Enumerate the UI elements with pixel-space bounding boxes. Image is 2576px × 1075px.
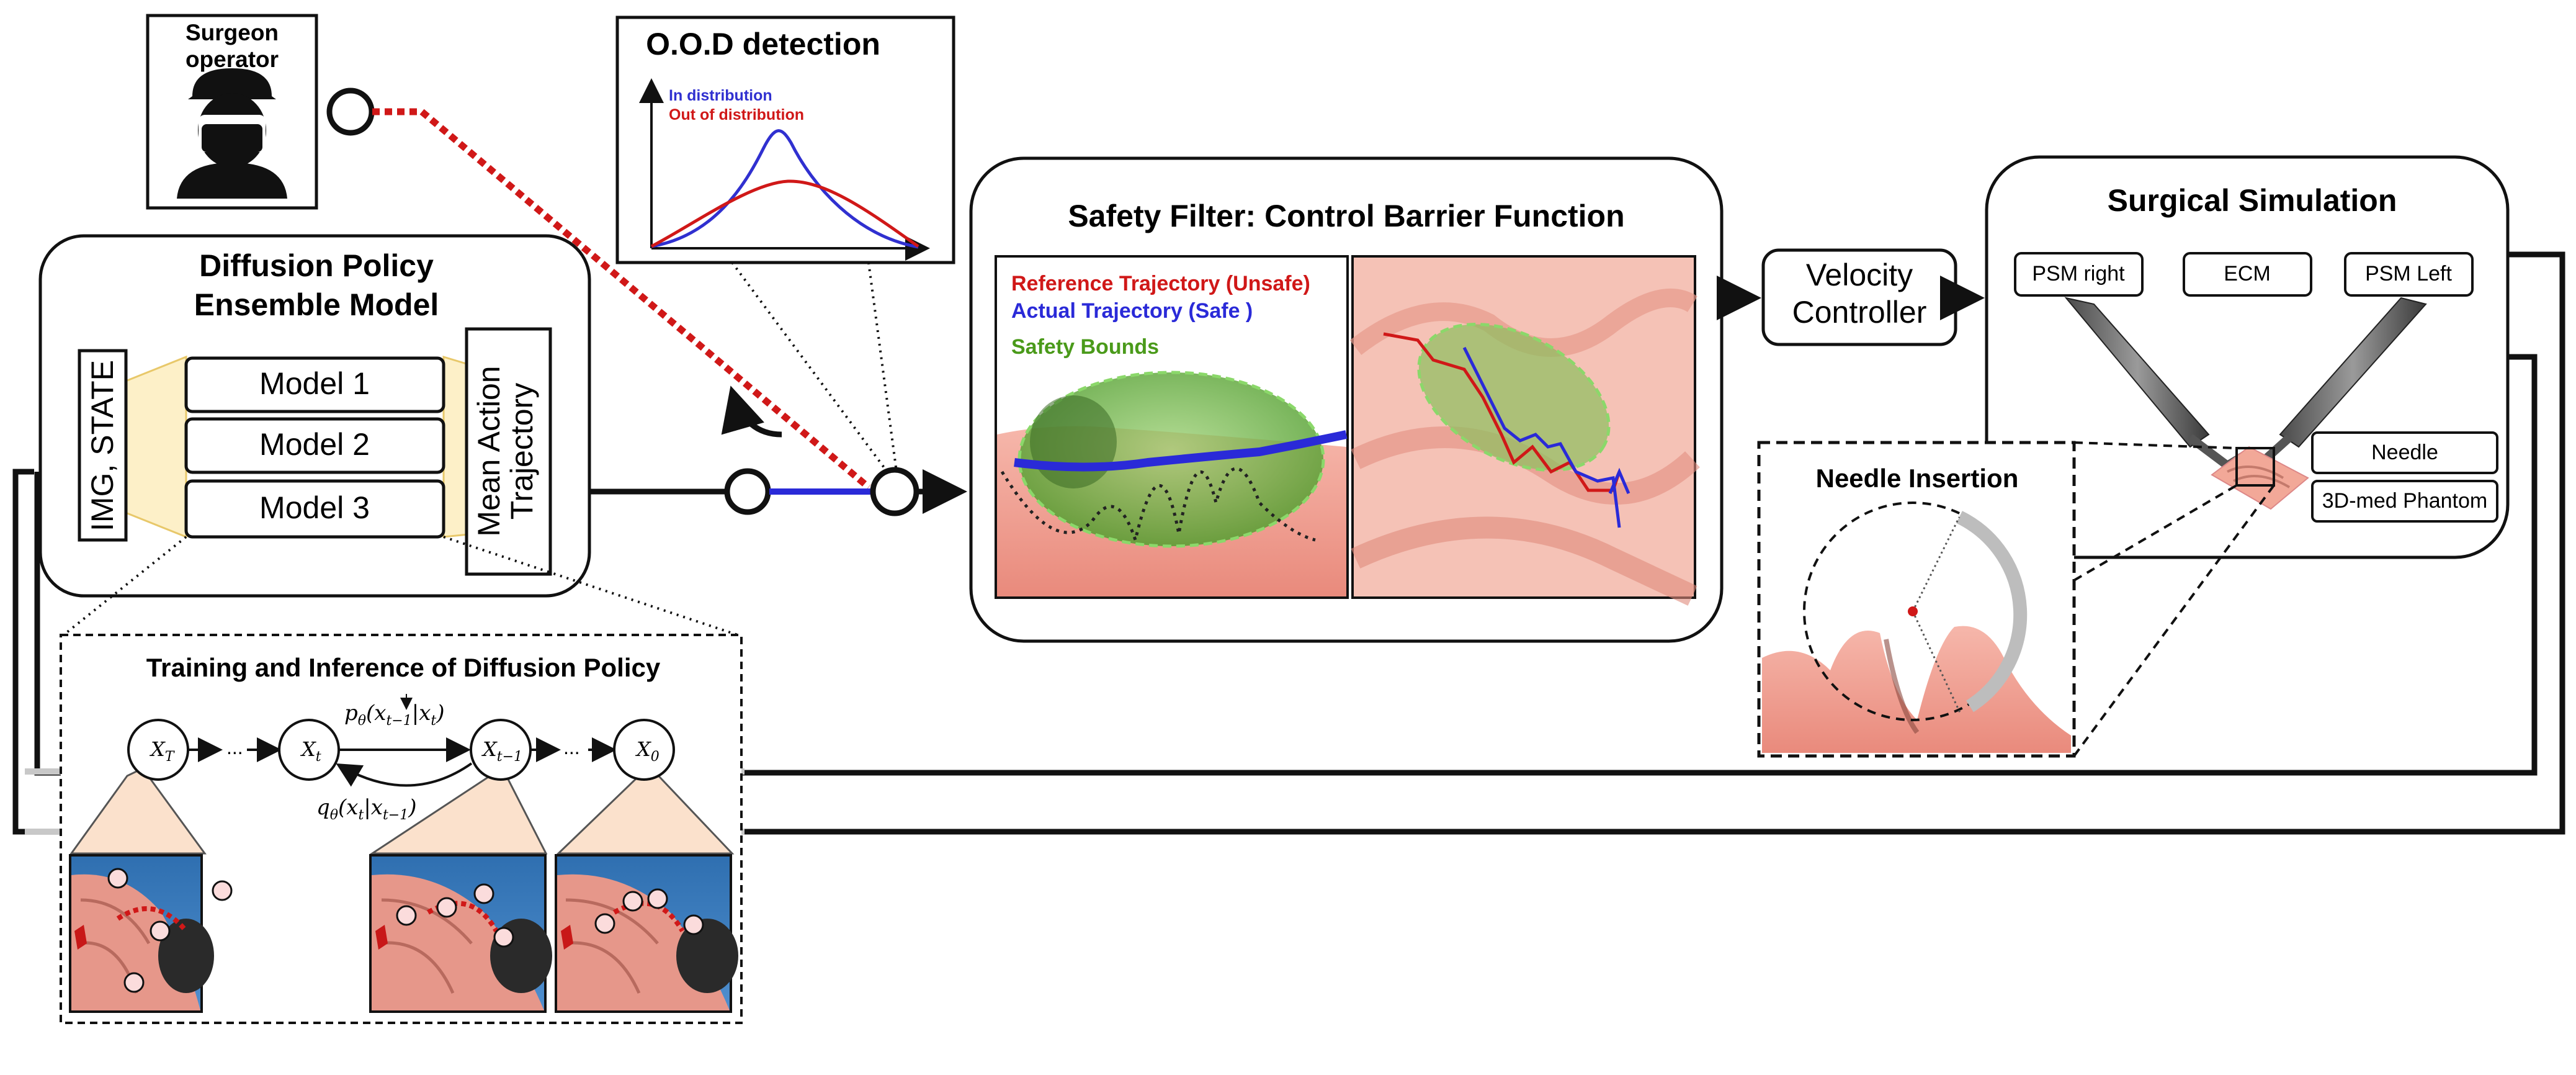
phantom-model (2211, 446, 2309, 510)
switch-node-right (870, 467, 919, 516)
safety-left-panel: Reference Trajectory (Unsafe) Actual Tra… (995, 255, 1349, 599)
ood-title: O.O.D detection (646, 27, 880, 61)
psm-left-text: PSM Left (2365, 262, 2452, 286)
input-label: IMG, STATE (85, 360, 120, 531)
legend-bounds: Safety Bounds (1011, 335, 1159, 359)
phantom-text: 3D-med Phantom (2322, 489, 2487, 513)
model-3-label: Model 3 (259, 490, 370, 525)
legend-reference: Reference Trajectory (Unsafe) (1011, 272, 1310, 295)
model-1-box: Model 1 (184, 356, 445, 413)
ecm-text: ECM (2224, 262, 2271, 286)
safety-title: Safety Filter: Control Barrier Function (1068, 199, 1624, 233)
ood-curve-out (650, 179, 919, 248)
policy-switch (589, 385, 967, 516)
velocity-label-1: Velocity (1806, 258, 1913, 292)
sample-image-x0 (555, 854, 738, 1013)
model-1-label: Model 1 (259, 366, 370, 401)
svg-text:Xt: Xt (300, 737, 321, 765)
sample-image-xT (69, 854, 233, 1013)
ood-legend-in: In distribution (669, 87, 772, 104)
needle-insertion-title: Needle Insertion (1816, 464, 2019, 493)
cone-xt (69, 767, 207, 855)
node-xt: Xt (278, 719, 340, 781)
surgeon-icon (177, 68, 287, 199)
psm-right-label: PSM right (2014, 252, 2144, 297)
switch-node-left (724, 468, 771, 515)
needle-text: Needle (2371, 441, 2438, 464)
surgeon-title-1: Surgeon (186, 20, 279, 45)
needle-arc (1956, 511, 2028, 713)
phantom-label: 3D-med Phantom (2311, 480, 2498, 523)
diffusion-policy-box: Diffusion Policy Ensemble Model IMG, STA… (38, 234, 591, 598)
legend-actual: Actual Trajectory (Safe ) (1011, 299, 1253, 323)
svg-text:Xt−1: Xt−1 (481, 737, 522, 765)
node-xT: XT (127, 719, 189, 781)
diffusion-title-1: Diffusion Policy (199, 248, 434, 283)
simulation-title: Surgical Simulation (2108, 183, 2397, 218)
ood-curve-in (651, 129, 919, 249)
training-title: Training and Inference of Diffusion Poli… (146, 653, 661, 682)
ood-detection-box: O.O.D detection In distribution Out of d… (615, 16, 955, 264)
velocity-label-2: Controller (1792, 295, 1927, 330)
zoom-region (2235, 447, 2275, 487)
reverse-process-label: pθ(xt−1|xt) (344, 701, 445, 729)
psm-left-label: PSM Left (2344, 252, 2474, 297)
sample-image-xt-1 (369, 854, 552, 1013)
needle-zoom-lines (2073, 441, 2275, 757)
switch-lever (721, 385, 782, 438)
psm-right-text: PSM right (2032, 262, 2125, 286)
diffusion-title-2: Ensemble Model (194, 287, 439, 322)
node-x0: X0 (613, 719, 675, 781)
output-label-box (465, 327, 552, 576)
svg-text:XT: XT (149, 737, 176, 765)
ensemble-fan-in (123, 355, 187, 539)
needle-insertion-inset: Needle Insertion (1757, 441, 2076, 758)
operator-takeover-link (372, 108, 871, 490)
operator-switch-node (326, 88, 375, 136)
velocity-controller-box: Velocity Controller (1761, 248, 1957, 346)
needle-label: Needle (2311, 431, 2498, 474)
dots-1: ... (226, 736, 243, 758)
model-3-box: Model 3 (184, 479, 445, 539)
training-inference-box: Training and Inference of Diffusion Poli… (60, 634, 743, 1024)
model-2-box: Model 2 (184, 417, 445, 474)
input-label-box (78, 349, 128, 542)
actual-trajectory-right (1462, 346, 1621, 528)
surgeon-operator-box: Surgeon operator (146, 14, 318, 210)
ood-zoom-lines (731, 261, 898, 473)
node-xt-1: Xt−1 (470, 719, 532, 781)
dots-2: ... (563, 736, 580, 758)
surgeon-title-2: operator (186, 47, 279, 72)
safety-filter-box: Safety Filter: Control Barrier Function … (969, 156, 1724, 643)
ood-legend-out: Out of distribution (669, 106, 804, 124)
model-2-label: Model 2 (259, 427, 370, 462)
safety-right-panel (1349, 255, 1700, 606)
ecm-label: ECM (2183, 252, 2312, 297)
forward-arc (336, 762, 473, 787)
output-label-2: Trajectory (504, 383, 539, 520)
needle-center (1908, 606, 1918, 616)
surgical-simulation-box: Surgical Simulation PSM right ECM PSM Le… (1985, 155, 2510, 559)
actual-trajectory-left (1014, 430, 1348, 472)
forward-process-label: qθ(xt|xt−1) (316, 795, 417, 823)
output-label-1: Mean Action (472, 366, 506, 536)
reference-trajectory-right (1383, 332, 1621, 492)
svg-text:X0: X0 (635, 737, 660, 765)
